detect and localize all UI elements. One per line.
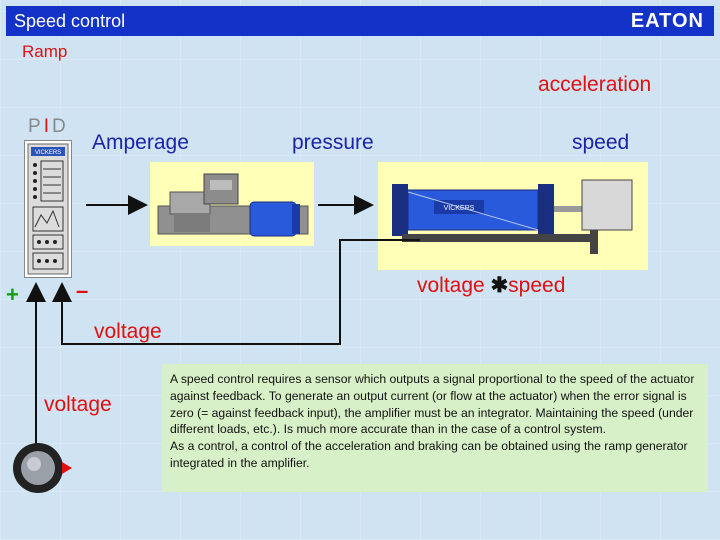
feedback-voltage-label: voltage [94,320,162,343]
ramp-label: Ramp [22,42,68,61]
amplifier-card: VICKERS [24,140,72,278]
cylinder-brand-text: VICKERS [444,205,475,212]
voltage-speed-prefix: voltage [417,274,485,297]
valve-image-panel [150,162,314,246]
amplifier-card-drawing: VICKERS [27,143,69,275]
pid-p: P [28,116,44,137]
plus-sign: + [6,282,19,307]
pid-label: PID [28,116,69,138]
pid-d: D [51,116,69,137]
knob-drawing [13,443,72,493]
description-panel: A speed control requires a sensor which … [162,364,708,492]
pressure-label: pressure [292,131,374,154]
slide-title: Speed control [14,11,126,31]
speed-label: speed [572,131,630,154]
description-paragraph-2: As a control, a control of the accelerat… [170,439,688,470]
acceleration-label: acceleration [538,73,652,96]
brand-logo: EATON [630,10,704,32]
setpoint-voltage-label: voltage [44,393,112,416]
title-bar: Speed control EATON [6,6,714,36]
description-paragraph-1: A speed control requires a sensor which … [170,372,695,437]
cylinder-image-panel: VICKERS [378,162,648,270]
potentiometer-knob-icon [12,442,72,494]
amperage-label: Amperage [92,131,189,154]
cylinder-drawing: VICKERS [392,179,633,254]
pid-i: I [43,116,52,137]
proportional-valve-drawing [157,173,309,237]
minus-sign: – [76,278,89,303]
amplifier-brand-text: VICKERS [35,150,61,156]
voltage-speed-suffix: speed [508,274,566,297]
proportional-symbol-icon: ✱ [490,274,509,297]
voltage-speed-label: voltage ✱speed [417,273,565,298]
